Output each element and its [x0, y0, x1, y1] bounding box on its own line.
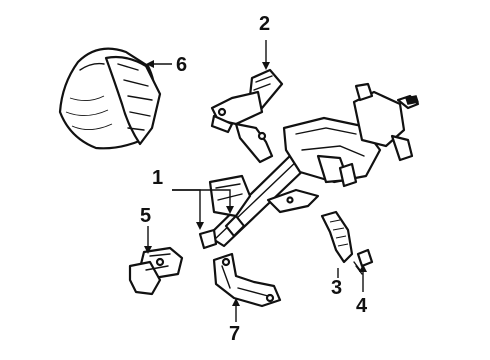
part-3-pad	[320, 210, 354, 264]
part-6-column-cover	[58, 47, 162, 150]
callout-2: 2	[259, 13, 270, 35]
callout-5: 5	[140, 205, 151, 227]
callout-1: 1	[152, 167, 163, 189]
part-5-column-joint	[128, 246, 184, 296]
part-4-bolt	[353, 248, 374, 275]
callout-6: 6	[176, 54, 187, 76]
callout-3: 3	[331, 277, 342, 299]
callout-4: 4	[356, 295, 368, 317]
callout-7: 7	[229, 323, 240, 345]
part-2-column-bracket	[210, 68, 284, 164]
steering-column-assembly	[198, 82, 420, 250]
leader-lines	[144, 40, 367, 322]
part-7-support-bracket	[212, 252, 282, 308]
